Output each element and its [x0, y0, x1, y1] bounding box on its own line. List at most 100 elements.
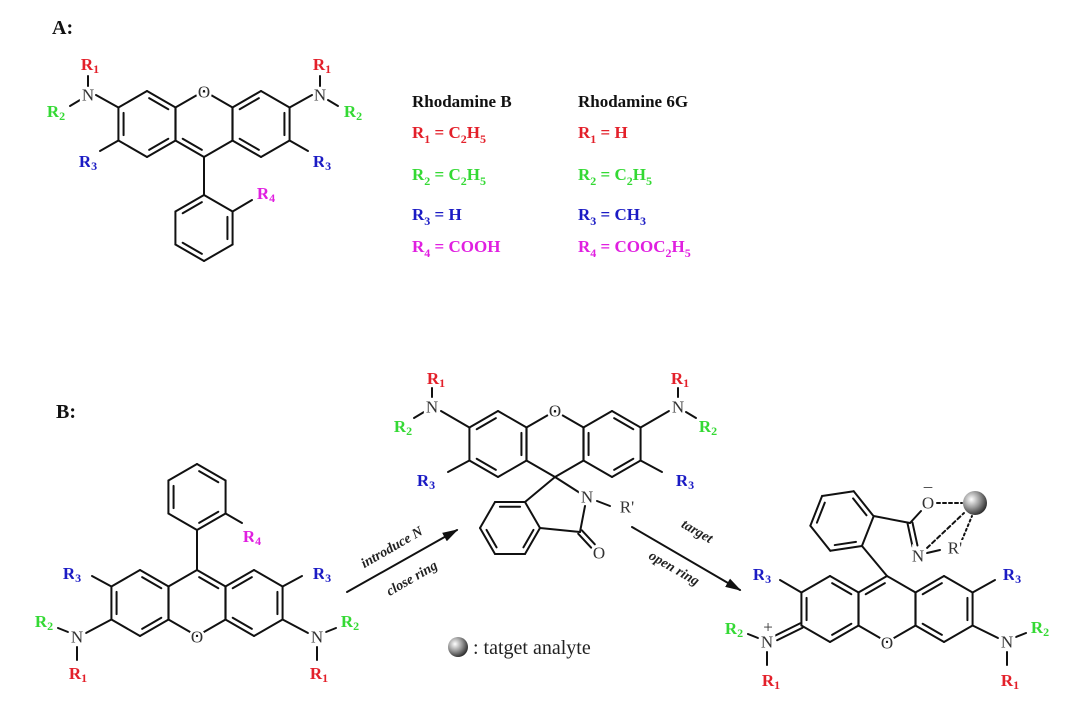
coordination-bond: [961, 515, 973, 541]
bond-layer: [57, 75, 1027, 666]
ring-bond: [253, 569, 284, 588]
nitrogen-atom: N: [672, 398, 684, 417]
bond: [685, 411, 697, 419]
ring-bond: [886, 575, 917, 594]
panel-label-a: A:: [52, 17, 73, 39]
ring-bond: [800, 624, 831, 643]
ring-b1-left: [110, 569, 170, 637]
legend: : tatget analyte: [448, 637, 591, 659]
ring-double-bond: [921, 622, 943, 636]
table-row-r1: R1 = H: [578, 123, 628, 146]
reverse-arrow: target open ring: [631, 517, 742, 591]
ring-double-bond: [852, 497, 868, 517]
ring-bond: [146, 90, 177, 109]
ring-double-bond: [181, 241, 203, 255]
ring-bond: [524, 527, 541, 555]
ring-double-bond: [238, 137, 260, 151]
bond: [861, 545, 888, 577]
r3-label: R3: [79, 152, 97, 174]
double-bond: [776, 626, 804, 642]
ring-bond: [117, 139, 148, 158]
ring-bond: [167, 569, 198, 588]
ring-b2-right: [582, 410, 642, 478]
bond: [539, 527, 581, 533]
ring-b3-central: [857, 575, 917, 643]
ring-bond: [224, 618, 255, 637]
ring-b1-central: [167, 569, 227, 637]
ring-double-bond: [181, 201, 203, 215]
bond: [554, 476, 581, 494]
bond: [971, 579, 996, 594]
arrow-label-close-ring: close ring: [384, 558, 440, 599]
ring-bond: [943, 575, 974, 594]
arrow-introduce-n: [346, 529, 459, 593]
r1-label: R1: [69, 664, 87, 686]
ring-double-bond: [148, 97, 170, 111]
ring-bond: [196, 512, 227, 531]
double-bond: [580, 529, 596, 546]
ring-bond: [497, 459, 528, 478]
r1-label: R1: [313, 55, 331, 77]
ring-bond: [611, 410, 642, 429]
table-row-r1: R1 = C2H5: [412, 123, 486, 146]
ring-bond: [554, 410, 585, 429]
ring-double-bond: [475, 417, 497, 431]
ring-bond: [914, 624, 945, 643]
ring-bond: [857, 575, 888, 594]
r-prime-label: R': [948, 539, 962, 558]
oxygen-atom: O: [881, 634, 893, 653]
ring-bond: [479, 501, 496, 529]
nitrogen-atom: N: [581, 488, 593, 507]
table-header: Rhodamine 6G: [578, 92, 688, 111]
ring-bond: [203, 90, 234, 109]
nitrogen-atom: N: [314, 86, 326, 105]
ring-bond: [196, 618, 227, 637]
analyte-sphere-icon: [448, 637, 468, 657]
bond: [524, 476, 556, 503]
ring-b2-benzo: [479, 501, 541, 555]
bound-analyte-sphere-icon: [963, 491, 987, 515]
r2-label: R2: [35, 612, 53, 634]
ring-bond: [203, 194, 234, 213]
bond: [1015, 632, 1027, 638]
ring-bond: [167, 463, 198, 482]
ring-bond: [525, 410, 556, 429]
ring-bond: [260, 139, 291, 158]
ring-double-bond: [833, 540, 857, 547]
ring-bond: [203, 243, 234, 262]
bond: [281, 575, 303, 588]
r1-label: R1: [762, 671, 780, 693]
ring-bond: [886, 624, 917, 643]
oxygen-atom: O: [549, 402, 561, 421]
r3-label: R3: [1003, 565, 1021, 587]
ring-bond: [110, 618, 141, 637]
ring-double-bond: [198, 576, 220, 590]
bond: [447, 459, 471, 473]
bond: [596, 500, 611, 507]
r2-label: R2: [394, 417, 412, 439]
ring-b3-left: [800, 575, 860, 643]
label-layer: ONR1R2R3NR1R2R3R4OR4R3NR2R1R3NR2R1ONR1R2…: [33, 53, 1051, 695]
ring-a-right: [231, 90, 291, 158]
nitrogen-atom: N: [82, 86, 94, 105]
ring-bond: [525, 459, 556, 478]
bond: [57, 627, 69, 633]
ring-double-bond: [231, 616, 253, 630]
ring-bond: [829, 624, 860, 643]
table-row-r3: R3 = H: [412, 205, 462, 228]
bond: [69, 99, 81, 107]
bond: [85, 618, 113, 634]
ring-double-bond: [815, 501, 826, 524]
r2-label: R2: [341, 612, 359, 634]
ring-bond: [231, 139, 262, 158]
carboxylate-oxygen-atom: O: [922, 494, 934, 513]
bond: [413, 411, 425, 419]
r3-label: R3: [313, 152, 331, 174]
oxygen-atom: O: [198, 83, 210, 102]
double-bond: [906, 522, 914, 548]
ring-bond: [914, 575, 945, 594]
ring-bond: [468, 459, 499, 478]
ring-bond: [524, 501, 541, 529]
ring-bond: [260, 90, 291, 109]
